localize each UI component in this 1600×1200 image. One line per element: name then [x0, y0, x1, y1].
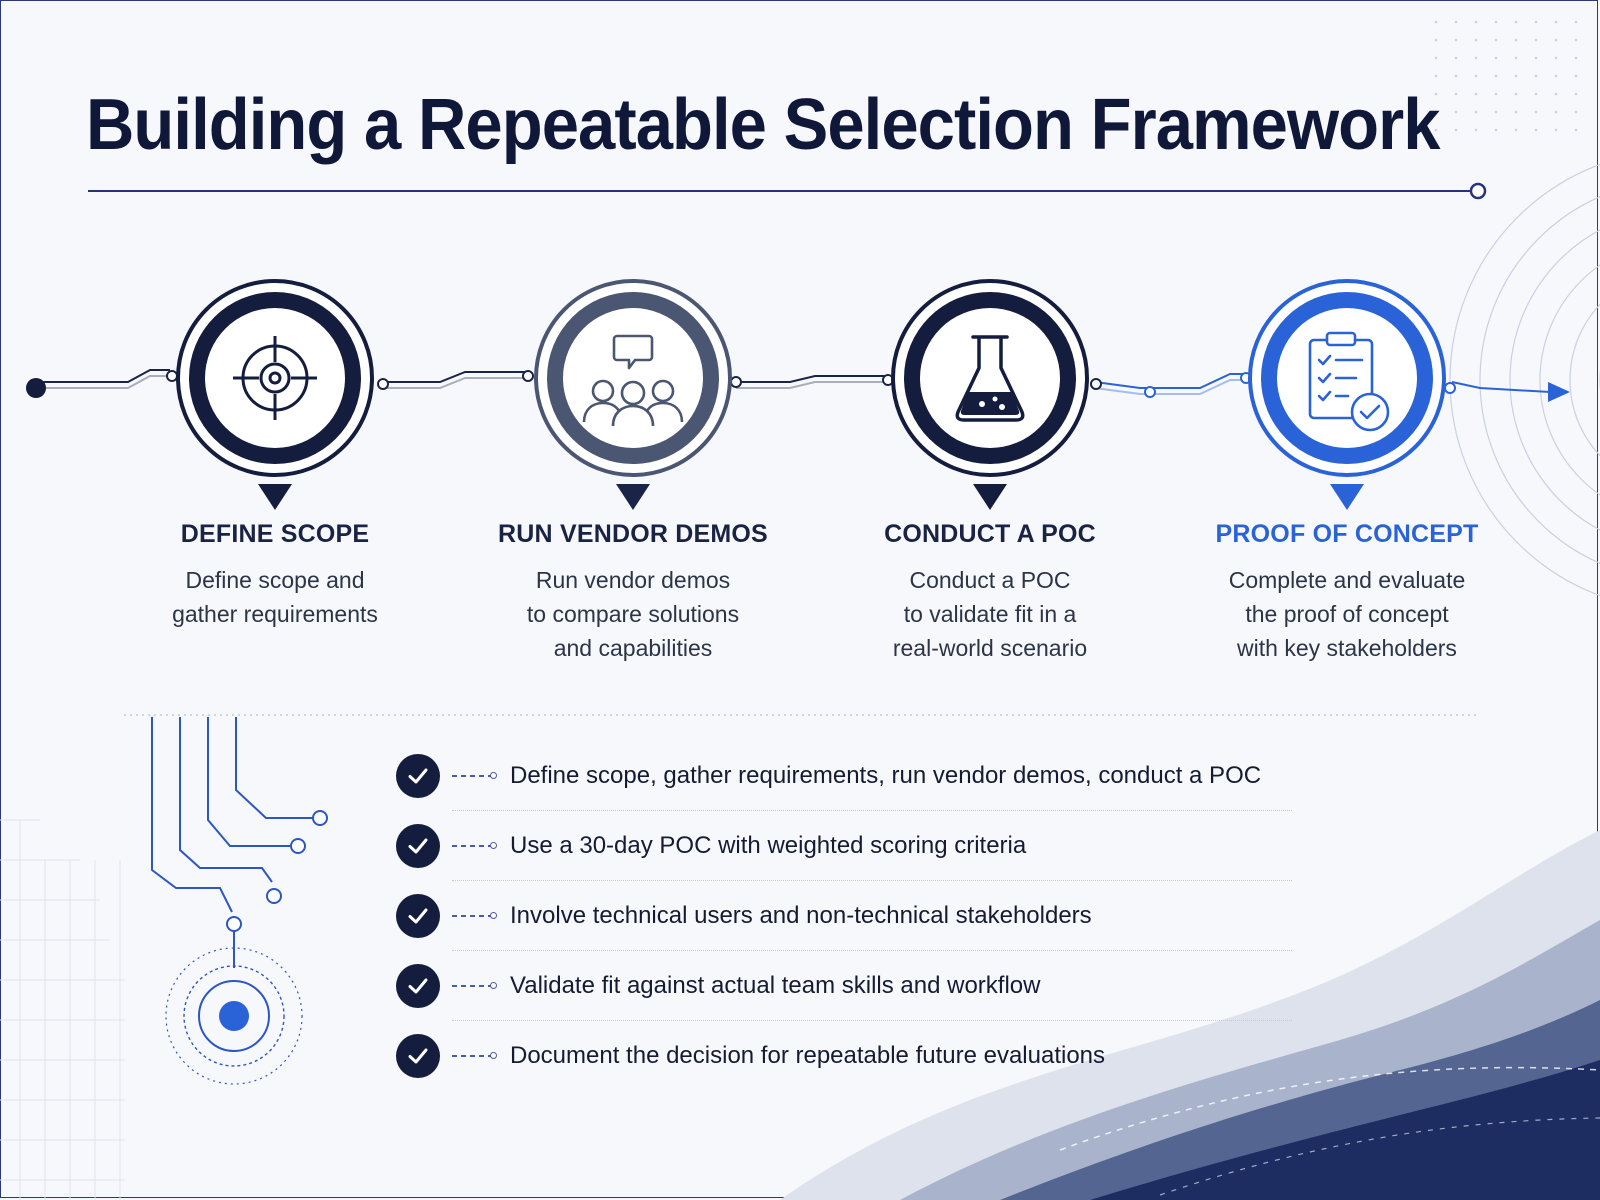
step-2-title: RUN VENDOR DEMOS	[498, 520, 768, 548]
checklist-item: Involve technical users and non-technica…	[396, 887, 1296, 957]
check-icon	[396, 824, 440, 868]
target-icon	[233, 336, 317, 420]
step-1-title: DEFINE SCOPE	[180, 520, 370, 548]
page-title: Building a Repeatable Selection Framewor…	[86, 85, 1440, 165]
step-1-description: Define scope and gather requirements	[172, 567, 378, 627]
check-icon	[396, 1034, 440, 1078]
step-1-badge	[176, 279, 374, 510]
flask-icon	[955, 335, 1025, 422]
step-4-text: PROOF OF CONCEPT Complete and evaluate t…	[1187, 520, 1507, 665]
dashed-connector	[452, 842, 497, 849]
clipboard-check-icon	[1308, 331, 1390, 432]
decorative-dot-grid	[1434, 20, 1578, 132]
start-node-dot	[26, 378, 46, 398]
decorative-waves	[780, 830, 1600, 1200]
dashed-connector	[452, 982, 497, 989]
step-1-text: DEFINE SCOPE Define scope and gather req…	[115, 520, 435, 631]
step-2-description: Run vendor demos to compare solutions an…	[526, 567, 740, 661]
title-underline	[88, 182, 1487, 200]
decorative-arcs	[1449, 163, 1600, 597]
arrow-head-icon	[1548, 382, 1570, 402]
step-2-badge	[534, 279, 732, 510]
checklist-item-text: Involve technical users and non-technica…	[510, 902, 1092, 929]
step-4-title: PROOF OF CONCEPT	[1215, 520, 1479, 548]
step-3-badge	[891, 279, 1089, 510]
checklist-item: Define scope, gather requirements, run v…	[396, 747, 1296, 817]
check-icon	[396, 754, 440, 798]
step-3-text: CONDUCT A POC Conduct a POC to validate …	[830, 520, 1150, 665]
checklist-item-text: Document the decision for repeatable fut…	[510, 1042, 1106, 1069]
checklist: Define scope, gather requirements, run v…	[396, 747, 1296, 1097]
dashed-connector	[452, 772, 497, 779]
checklist-item: Document the decision for repeatable fut…	[396, 1027, 1296, 1097]
checklist-item-text: Validate fit against actual team skills …	[510, 972, 1041, 999]
checklist-item-text: Use a 30-day POC with weighted scoring c…	[510, 832, 1027, 859]
team-chat-icon	[582, 334, 684, 427]
checklist-item: Validate fit against actual team skills …	[396, 957, 1296, 1027]
check-icon	[396, 894, 440, 938]
step-4-description: Complete and evaluate the proof of conce…	[1228, 567, 1466, 661]
circuit-decoration	[151, 717, 328, 1085]
check-icon	[396, 964, 440, 1008]
dashed-connector	[452, 1052, 497, 1059]
process-connector	[36, 369, 1551, 395]
step-2-text: RUN VENDOR DEMOS Run vendor demos to com…	[473, 520, 793, 665]
step-3-description: Conduct a POC to validate fit in a real-…	[892, 567, 1088, 661]
decorative-grid	[0, 819, 125, 1200]
step-3-title: CONDUCT A POC	[884, 520, 1096, 548]
step-4-badge	[1248, 279, 1446, 510]
checklist-item: Use a 30-day POC with weighted scoring c…	[396, 817, 1296, 887]
dashed-connector	[452, 912, 497, 919]
checklist-item-text: Define scope, gather requirements, run v…	[510, 762, 1262, 789]
